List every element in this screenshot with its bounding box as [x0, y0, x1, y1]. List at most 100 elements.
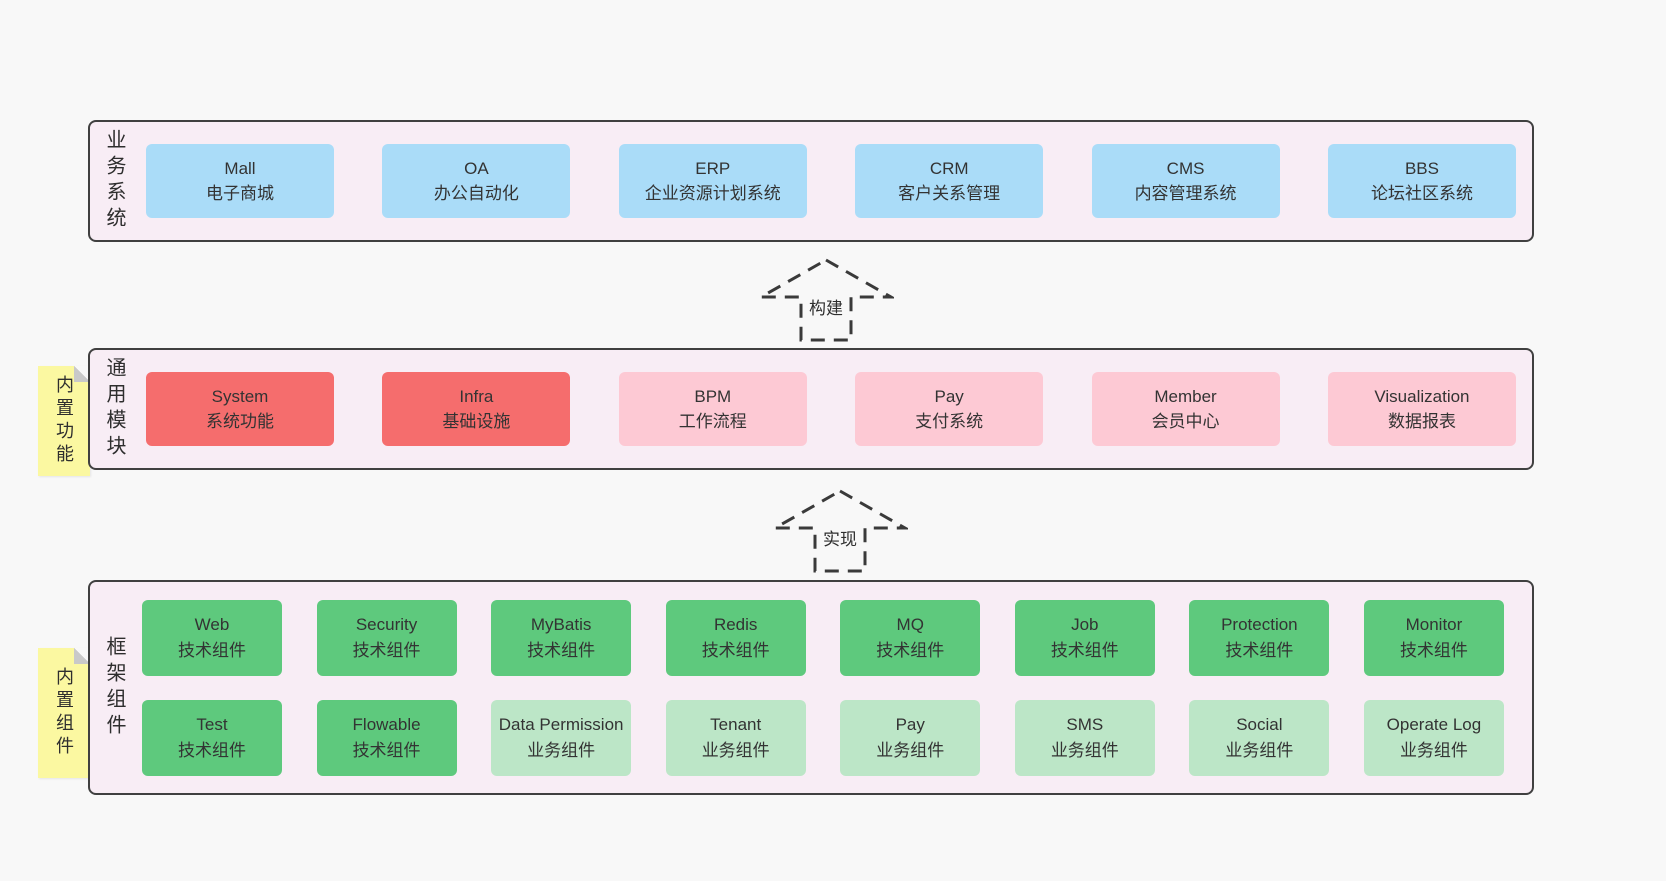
sticky-note-builtin-features: 内置功能 [38, 366, 90, 476]
box-sms: SMS 业务组件 [1014, 699, 1155, 776]
box-title: Web [194, 615, 230, 634]
box-subtitle: 论坛社区系统 [1370, 184, 1473, 203]
dashed-up-arrow-shape [772, 489, 908, 573]
box-title: Social [1236, 715, 1283, 734]
box-subtitle: 技术组件 [178, 740, 246, 760]
box-title: Monitor [1405, 615, 1463, 634]
box-subtitle: 内容管理系统 [1134, 184, 1237, 203]
box-subtitle: 技术组件 [527, 640, 596, 660]
box-title: Infra [459, 386, 494, 406]
box-mq: MQ 技术组件 [840, 599, 981, 676]
layer-label: 框架组件 [103, 635, 125, 740]
layer-label: 业务系统 [103, 129, 125, 233]
box-subtitle: 技术组件 [352, 640, 421, 660]
box-title: Flowable [352, 715, 421, 734]
sticky-fold-corner [74, 648, 90, 664]
box-web: Web 技术组件 [142, 599, 282, 676]
box-subtitle: 业务组件 [1050, 740, 1119, 760]
box-title: Member [1154, 386, 1217, 406]
box-title: Pay [895, 715, 925, 734]
box-subtitle: 基础设施 [442, 412, 511, 431]
box-subtitle: 业务组件 [1225, 740, 1294, 760]
box-mybatis: MyBatis 技术组件 [491, 599, 632, 676]
box-social: Social 业务组件 [1189, 699, 1330, 776]
box-title: Tenant [710, 715, 762, 734]
box-crm: CRM 客户关系管理 [855, 144, 1044, 218]
box-job: Job 技术组件 [1014, 599, 1155, 676]
box-redis: Redis 技术组件 [665, 599, 806, 676]
box-title: BBS [1404, 158, 1439, 178]
box-title: MyBatis [530, 615, 592, 634]
box-title: SMS [1066, 715, 1104, 734]
arrow-label: 构建 [806, 293, 846, 320]
sticky-note-label: 内置功能 [54, 375, 74, 467]
box-operate-log: Operate Log 业务组件 [1363, 699, 1504, 776]
box-title: Test [196, 715, 228, 734]
box-subtitle: 技术组件 [1225, 640, 1294, 660]
box-infra: Infra 基础设施 [382, 372, 571, 446]
box-subtitle: 工作流程 [678, 412, 747, 431]
box-flowable: Flowable 技术组件 [316, 699, 457, 776]
box-title: MQ [896, 615, 924, 634]
box-title: Mall [224, 158, 256, 178]
box-title: Job [1071, 615, 1099, 634]
box-subtitle: 办公自动化 [433, 184, 519, 203]
box-subtitle: 数据报表 [1387, 412, 1456, 431]
sticky-note-builtin-components: 内置组件 [38, 648, 90, 778]
box-subtitle: 技术组件 [1399, 640, 1468, 660]
box-subtitle: 电子商城 [206, 184, 274, 203]
box-data-permission: Data Permission 业务组件 [491, 699, 632, 776]
box-title: OA [464, 158, 489, 178]
box-title: Redis [713, 615, 758, 634]
sticky-note-label: 内置组件 [54, 667, 74, 759]
business-box-row: Mall 电子商城 OA 办公自动化 ERP 企业资源计划系统 CRM 客户关系管理 CMS 内容… [124, 122, 1532, 240]
box-title: System [211, 386, 269, 406]
box-visualization: Visualization 数据报表 [1327, 372, 1516, 446]
dashed-up-arrow-shape [758, 258, 894, 342]
arrow-label: 实现 [820, 524, 860, 551]
box-test: Test 技术组件 [142, 699, 282, 776]
box-protection: Protection 技术组件 [1189, 599, 1330, 676]
box-subtitle: 技术组件 [1050, 640, 1119, 660]
dashed-up-arrow-implement: 实现 [772, 488, 908, 574]
box-subtitle: 技术组件 [876, 640, 945, 660]
box-subtitle: 业务组件 [1399, 740, 1468, 760]
box-title: CRM [929, 158, 969, 178]
box-subtitle: 业务组件 [527, 740, 596, 760]
box-monitor: Monitor 技术组件 [1363, 599, 1504, 676]
box-oa: OA 办公自动化 [382, 144, 571, 218]
box-bbs: BBS 论坛社区系统 [1327, 144, 1516, 218]
box-mall: Mall 电子商城 [146, 144, 334, 218]
box-title: Security [355, 615, 418, 634]
layer-business-systems: 业务系统 Mall 电子商城 OA 办公自动化 ERP 企业资源计划系统 CRM 客户关系管理… [88, 120, 1534, 242]
box-subtitle: 技术组件 [178, 640, 246, 660]
box-title: ERP [695, 158, 731, 178]
box-title: Pay [934, 386, 964, 406]
box-erp: ERP 企业资源计划系统 [618, 144, 807, 218]
box-subtitle: 企业资源计划系统 [644, 184, 781, 203]
box-title: Data Permission [498, 715, 624, 734]
box-title: Visualization [1374, 386, 1470, 406]
box-subtitle: 业务组件 [701, 740, 770, 760]
box-subtitle: 客户关系管理 [898, 184, 1001, 203]
box-tenant: Tenant 业务组件 [665, 699, 806, 776]
box-title: CMS [1166, 158, 1205, 178]
box-security: Security 技术组件 [316, 599, 457, 676]
box-subtitle: 技术组件 [352, 740, 421, 760]
box-pay: Pay 业务组件 [840, 699, 981, 776]
sticky-fold-corner [74, 366, 90, 382]
box-title: Protection [1221, 615, 1298, 634]
dashed-up-arrow-build: 构建 [758, 257, 894, 343]
box-title: Operate Log [1386, 715, 1482, 734]
box-subtitle: 技术组件 [701, 640, 770, 660]
box-subtitle: 会员中心 [1151, 412, 1220, 431]
box-subtitle: 业务组件 [876, 740, 945, 760]
